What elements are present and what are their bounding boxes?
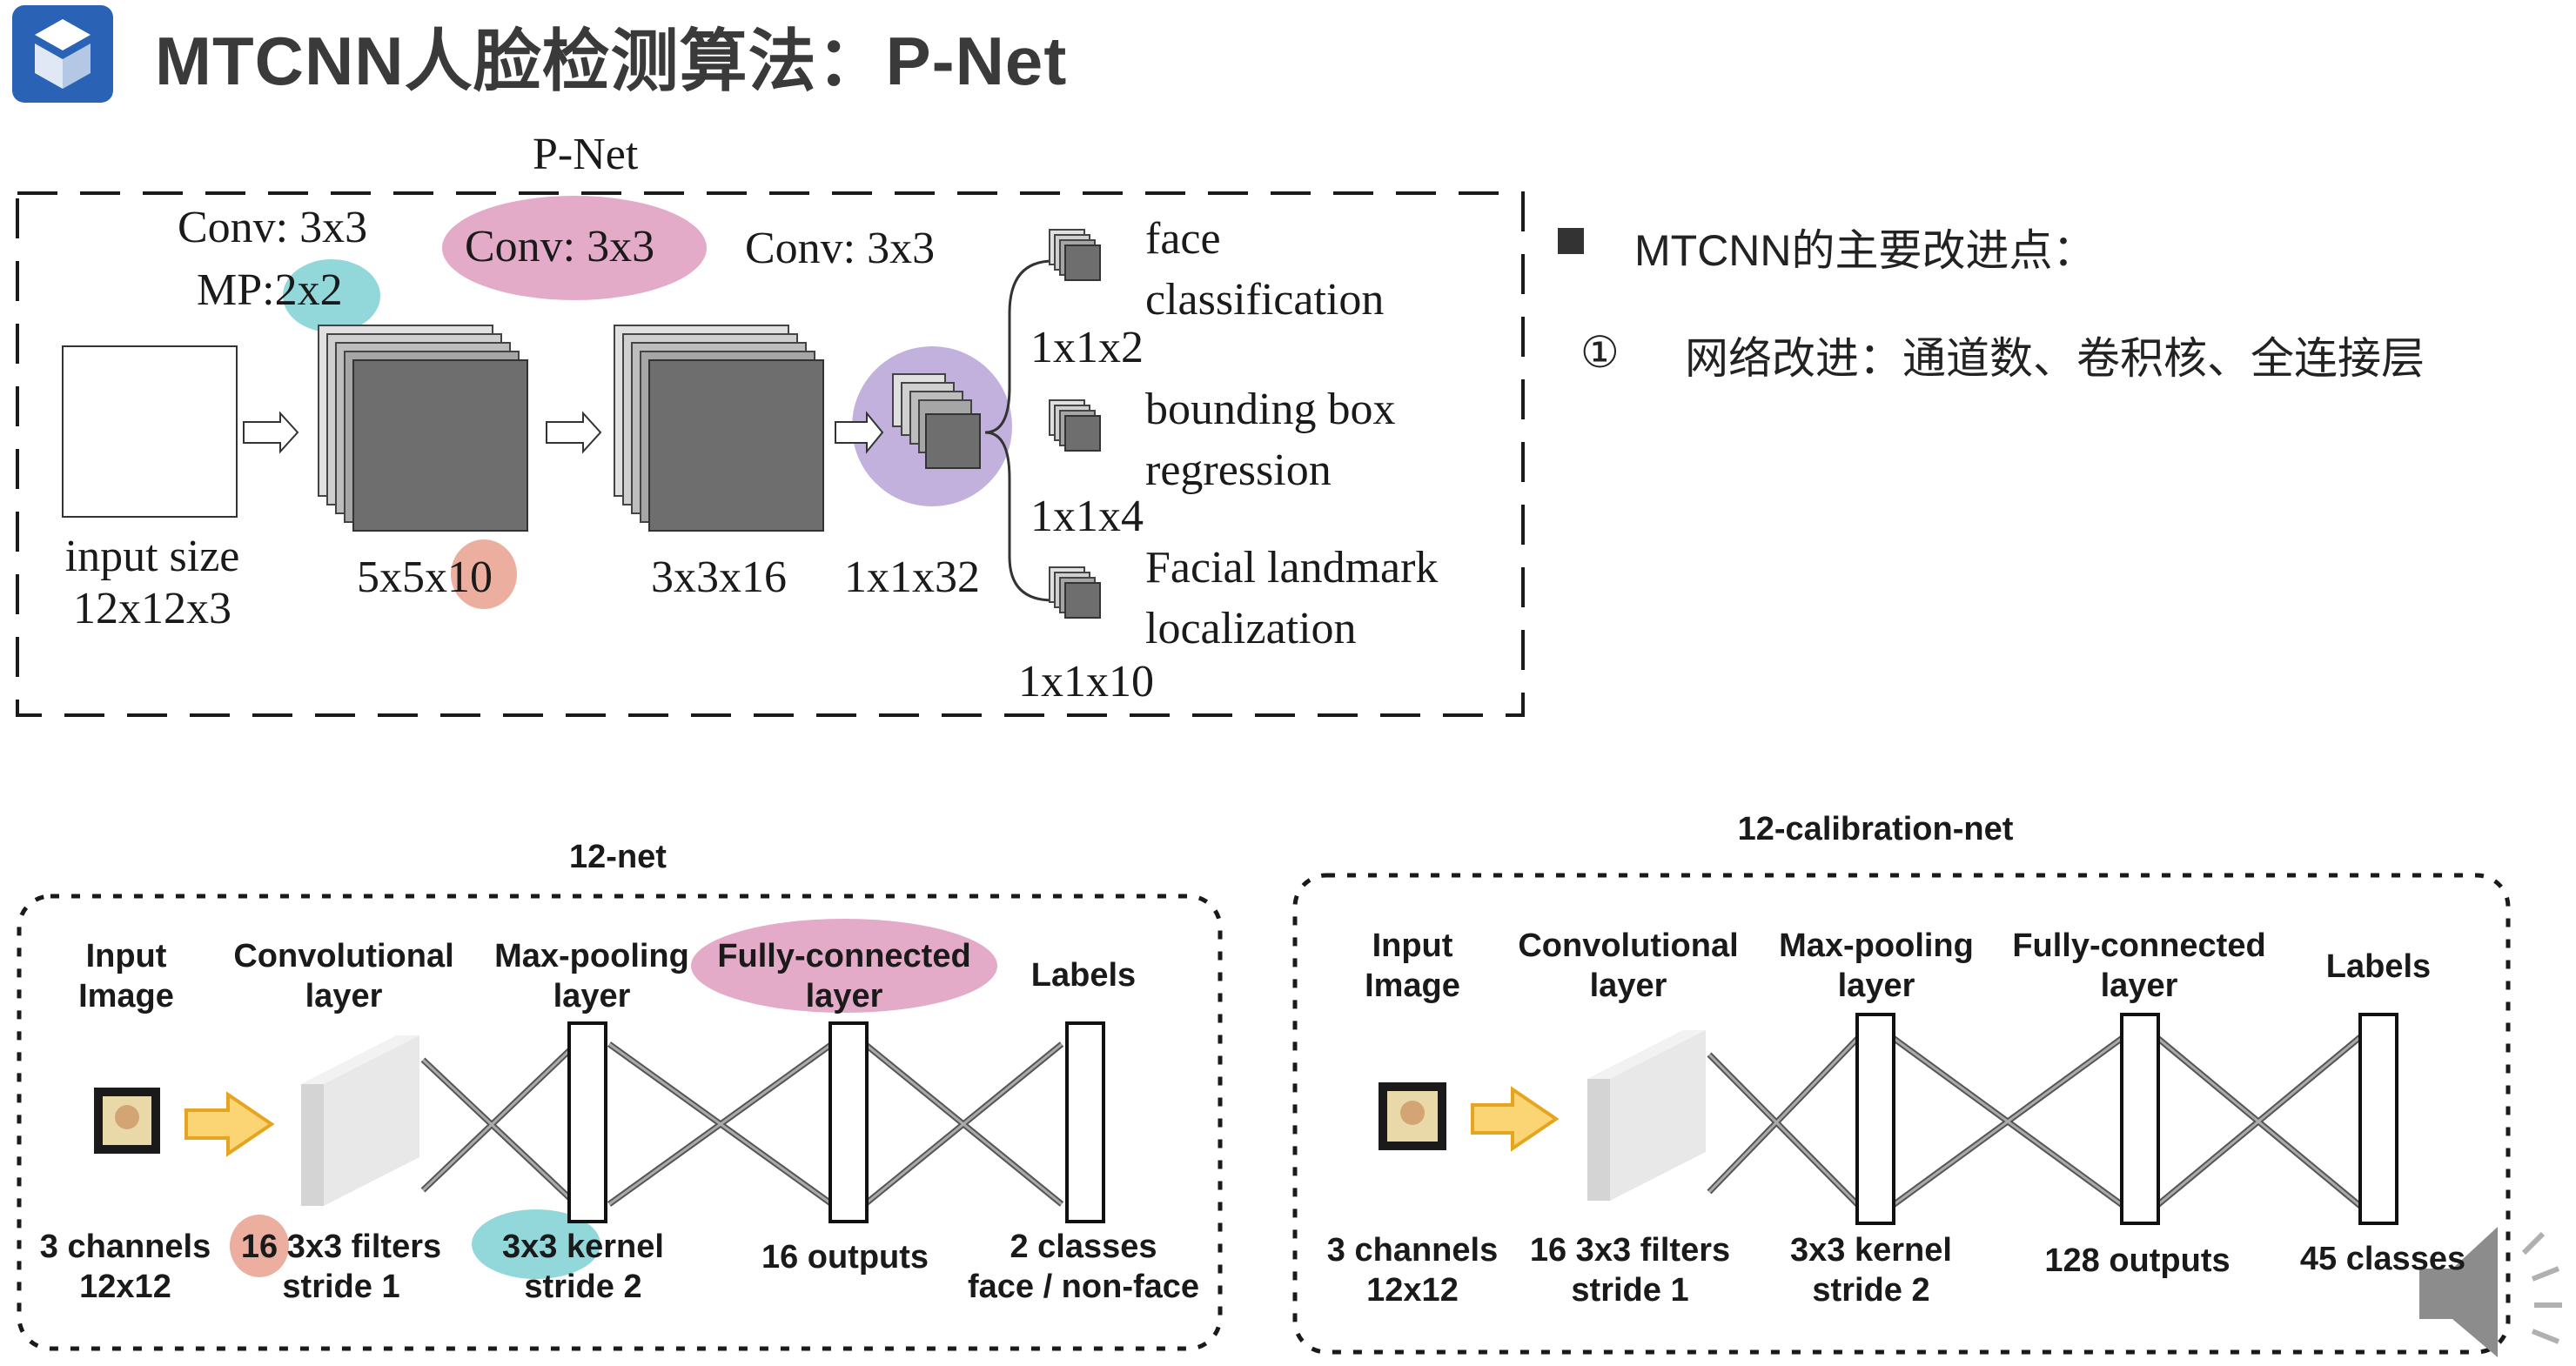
output-stack-2 [1049,399,1101,452]
net12-fc-desc: 16 outputs [761,1239,929,1276]
feature-map-stack-2 [614,325,824,532]
mp-highlight [283,259,380,332]
net12-conv-desc: 16 3x3 filters stride 1 [240,1229,442,1305]
bullet-square-icon [1558,228,1584,254]
input-square [62,345,238,518]
map2-label: 3x3x16 [651,552,787,602]
output2-dim: 1x1x4 [1030,492,1144,541]
net12-frame [17,894,1223,1351]
arrow-2 [546,411,602,454]
conv1-label: Conv: 3x3 [178,203,368,252]
mp-value: 2x2 [274,265,343,315]
calib12-connections [1707,1035,2363,1209]
conv2-highlight [442,196,707,300]
net12-col-labels: Labels [1030,957,1137,994]
kernel-highlight [472,1209,600,1279]
calib-orange-arrow-icon [1471,1086,1560,1152]
logo-icon [35,19,91,89]
net12-filter-count: 16 [240,1229,278,1265]
map3-label: 1x1x32 [844,552,980,602]
net12-pool-desc: 3x3 kernel stride 2 [502,1229,664,1305]
labels-layer-bar [1065,1021,1105,1223]
map1-channels: 10 [447,552,493,602]
calib12-fc-desc: 128 outputs [2044,1242,2231,1279]
net12-title: 12-net [569,839,667,875]
app-logo [12,5,113,103]
arrow-3 [835,411,884,454]
calib12-frame [1292,873,2511,1355]
notes-item-text: 网络改进：通道数、卷积核、全连接层 [1685,334,2425,383]
fc-layer-bar [828,1021,869,1223]
mp-label: MP:2x2 [197,265,343,315]
conv2-label: Conv: 3x3 [465,222,655,271]
fc-highlight [691,919,997,1013]
output-brace [984,259,1054,602]
calib-pool-layer-bar [1855,1013,1895,1225]
calib-labels-layer-bar [2358,1013,2398,1225]
pnet-title: P-Net [533,130,639,179]
filters-highlight [230,1215,289,1277]
output-stack-1 [1049,229,1101,281]
output-stack-3 [1049,566,1101,619]
conv-cube-icon [301,1035,419,1206]
map1-label: 5x5x10 [357,552,493,602]
feature-map-stack-3 [892,373,981,469]
channel-highlight [451,539,517,609]
calib12-title: 12-calibration-net [1737,811,2014,847]
speaker-icon [2419,1227,2562,1357]
output3-dim: 1x1x10 [1018,657,1154,706]
feature-map-stack-1 [318,325,528,532]
calib-fc-layer-bar [2120,1013,2160,1225]
pool-layer-bar [567,1021,607,1223]
conv3-label: Conv: 3x3 [745,224,936,273]
notes-item-marker: ① [1580,328,1620,377]
output1-dim: 1x1x2 [1030,323,1144,372]
net12-kernel-size: 3x3 [502,1229,558,1265]
page-title: MTCNN人脸检测算法：P-Net [155,23,1068,99]
calib12-col-labels: Labels [2325,948,2432,985]
calib12-labels-desc: 45 classes [2299,1241,2466,1277]
arrow-1 [243,411,299,454]
notes-heading: MTCNN的主要改进点： [1634,226,2096,275]
pnet-frame [16,191,1525,717]
orange-arrow-icon [184,1091,275,1157]
calib-conv-cube-icon [1587,1030,1706,1201]
